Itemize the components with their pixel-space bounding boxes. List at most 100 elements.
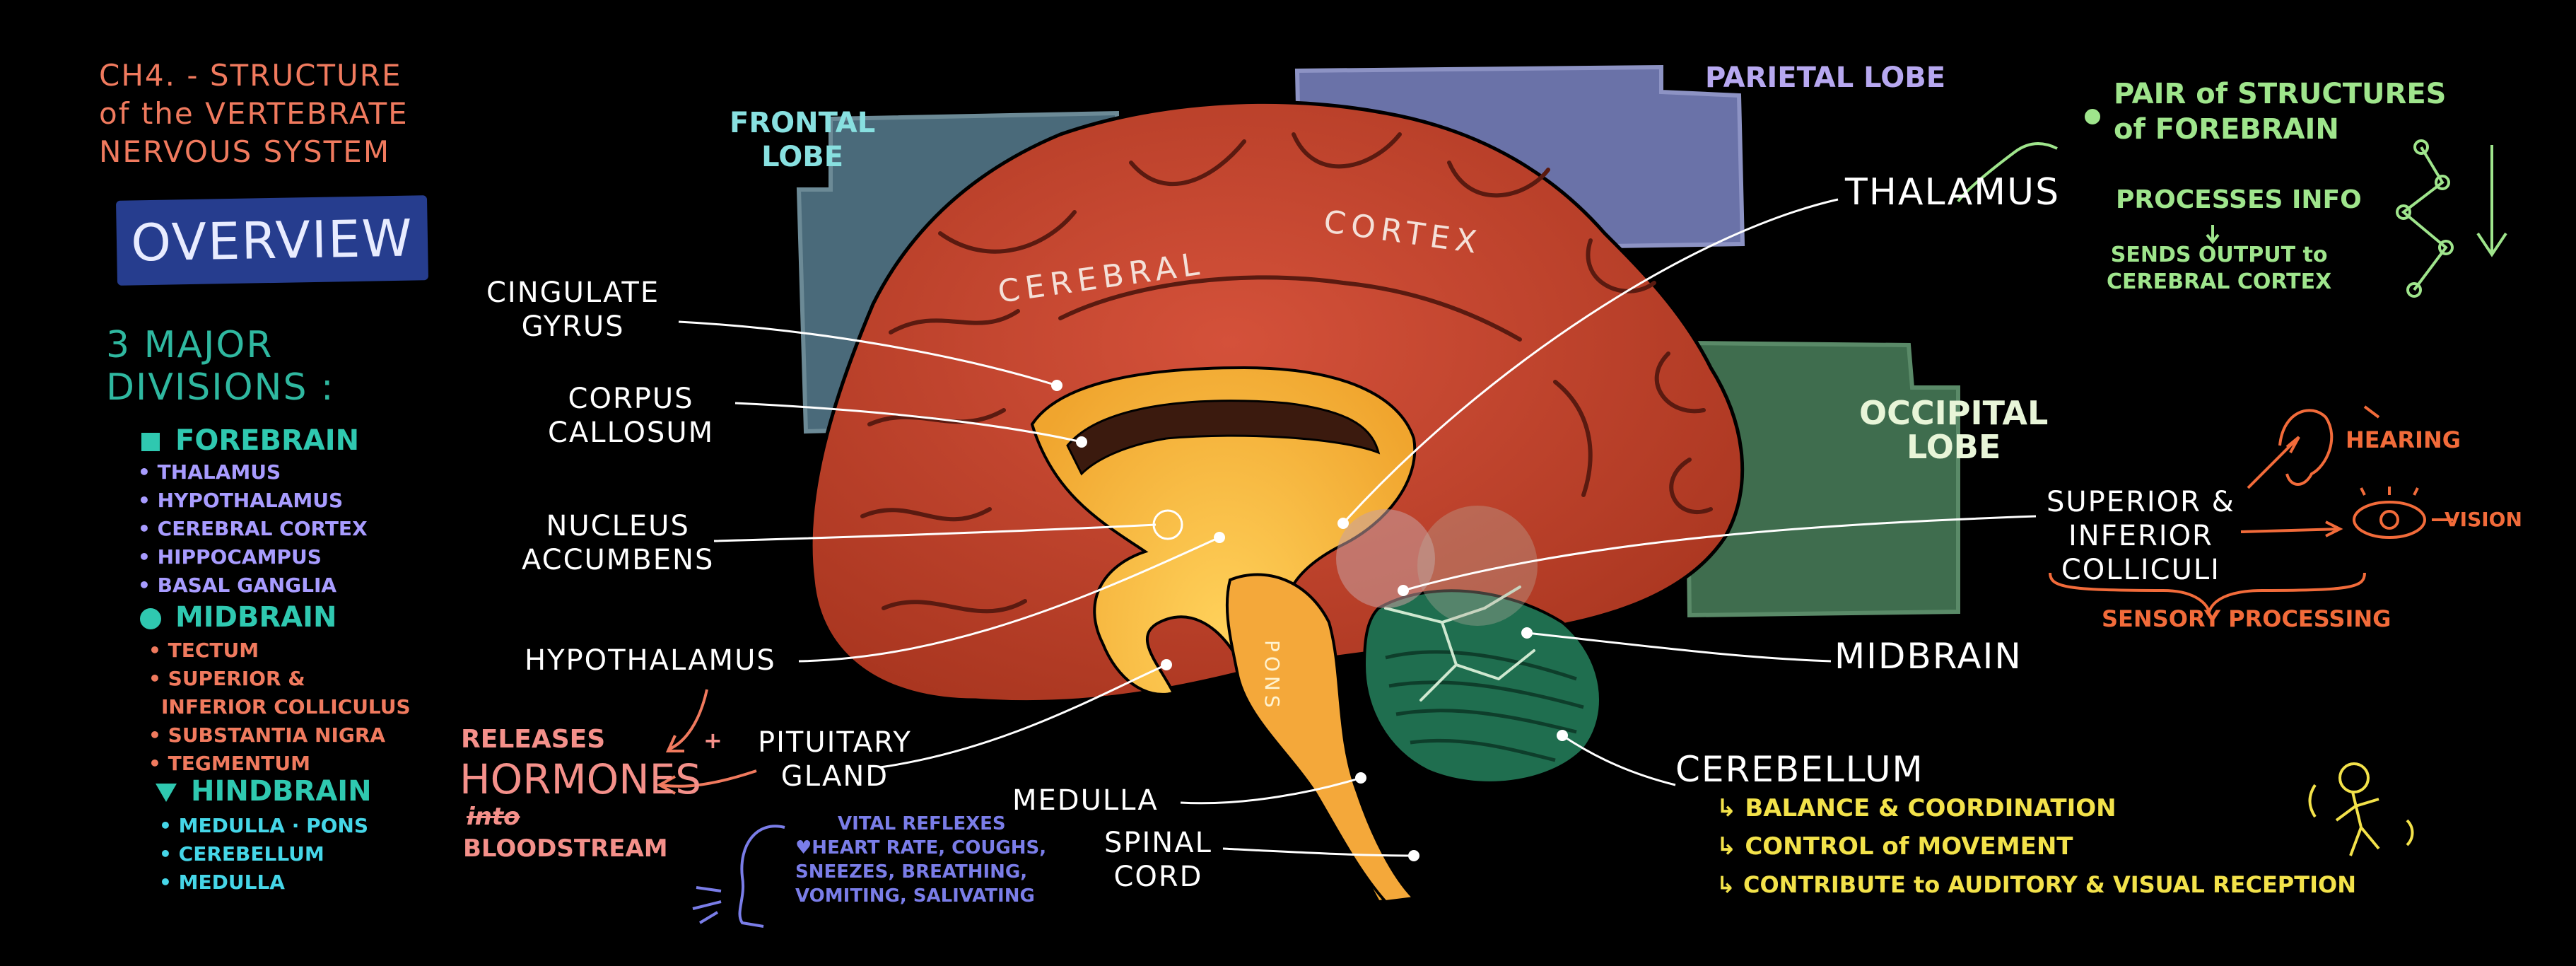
nucleus-accumbens-line-2: ACCUMBENS xyxy=(522,544,715,576)
list-item: MEDULLA · PONS xyxy=(159,812,368,840)
midbrain-overlay xyxy=(1336,509,1435,608)
vital-reflexes-heading: VITAL REFLEXES xyxy=(838,813,1006,834)
colliculi-overlay xyxy=(1417,506,1538,626)
medulla-label: MEDULLA xyxy=(1012,784,1159,817)
stick-figure-icon xyxy=(2308,762,2414,856)
midbrain-title: MIDBRAIN xyxy=(175,601,337,634)
list-item: BASAL GANGLIA xyxy=(138,571,368,600)
frontal-lobe-label-line-2: LOBE xyxy=(761,141,844,173)
thalamus-sends-line-1: SENDS OUTPUT to xyxy=(2110,243,2328,267)
thalamus-pair-line-1: PAIR of STRUCTURES xyxy=(2114,78,2447,110)
bloodstream-note: BLOODSTREAM xyxy=(463,834,668,863)
thalamus-sends-line-2: CEREBRAL CORTEX xyxy=(2107,269,2332,294)
plus-sign: + xyxy=(703,727,722,754)
frontal-lobe-label-line-1: FRONTAL xyxy=(730,107,876,139)
thalamus-pair-note: PAIR of STRUCTURES of FOREBRAIN xyxy=(2114,76,2446,147)
list-item: TECTUM xyxy=(148,636,411,665)
gyri-lines xyxy=(860,132,1713,614)
list-item: HYPOTHALAMUS xyxy=(138,487,368,515)
nucleus-accumbens-line-1: NUCLEUS xyxy=(546,510,690,542)
cerebellum-note-3: ↳ CONTRIBUTE to AUDITORY & VISUAL RECEPT… xyxy=(1716,871,2356,898)
colliculi-line-2: INFERIOR xyxy=(2068,520,2213,552)
vital-reflexes-line-1: ♥HEART RATE, COUGHS, xyxy=(795,837,1047,859)
vital-reflexes-line-3: VOMITING, SALIVATING xyxy=(795,885,1035,907)
frontal-lobe-label: FRONTAL LOBE xyxy=(730,106,875,174)
midbrain-heading: MIDBRAIN xyxy=(140,601,337,634)
occipital-lobe-panel xyxy=(1683,340,1960,618)
pituitary-gland-line-1: PITUITARY xyxy=(758,726,912,759)
list-item: SUBSTANTIA NIGRA xyxy=(148,721,411,750)
arbor-vitae xyxy=(1384,586,1535,702)
cerebellum-label: CEREBELLUM xyxy=(1675,749,1924,790)
thalamus-processes-note: PROCESSES INFO xyxy=(2116,185,2362,214)
cingulate-gyrus-line-1: CINGULATE xyxy=(486,277,660,309)
spinal-cord-line-2: CORD xyxy=(1113,861,1203,893)
cingulate-gyrus-label: CINGULATE GYRUS xyxy=(486,276,660,344)
leader-lines xyxy=(678,198,2037,857)
hindbrain-list: MEDULLA · PONS CEREBELLUM MEDULLA xyxy=(159,812,368,897)
forebrain-title: FOREBRAIN xyxy=(175,424,360,457)
occipital-lobe-label-line-2: LOBE xyxy=(1907,428,2001,466)
corpus-callosum-line-2: CALLOSUM xyxy=(548,417,715,449)
hindbrain-heading: HINDBRAIN xyxy=(156,775,372,808)
list-item: CEREBRAL CORTEX xyxy=(138,515,368,543)
colliculi-line-1: SUPERIOR & xyxy=(2047,486,2235,518)
forebrain-heading: FOREBRAIN xyxy=(141,424,359,457)
square-bullet-icon xyxy=(141,433,160,451)
spinal-cord-label: SPINAL CORD xyxy=(1104,826,1212,894)
circle-bullet-icon xyxy=(140,608,161,629)
vision-note: VISION xyxy=(2445,508,2522,531)
vital-reflexes-note: VITAL REFLEXES ♥HEART RATE, COUGHS, SNEE… xyxy=(795,812,1046,908)
face-profile-icon xyxy=(692,825,785,928)
hormones-note: HORMONES xyxy=(459,755,702,803)
list-item: HIPPOCAMPUS xyxy=(138,543,368,571)
colliculi-line-3: COLLICULI xyxy=(2061,554,2220,586)
hearing-note: HEARING xyxy=(2346,426,2461,453)
midbrain-label: MIDBRAIN xyxy=(1834,636,2022,677)
list-item: THALAMUS xyxy=(138,458,368,487)
releases-note: RELEASES xyxy=(461,725,606,754)
thalamus-sends-note: SENDS OUTPUT to CEREBRAL CORTEX xyxy=(2107,242,2331,296)
nucleus-accumbens-label: NUCLEUS ACCUMBENS xyxy=(522,509,714,577)
list-item: TEGMENTUM xyxy=(148,750,411,778)
spinal-cord-line-1: SPINAL xyxy=(1104,827,1212,859)
hindbrain-title: HINDBRAIN xyxy=(191,775,372,808)
divisions-heading: 3 MAJOR DIVISIONS : xyxy=(106,324,335,409)
occipital-lobe-label-line-1: OCCIPITAL xyxy=(1859,394,2049,432)
pons-label: PONS xyxy=(1260,640,1284,712)
hormones-arrows xyxy=(656,689,757,795)
pituitary-gland-line-2: GLAND xyxy=(780,760,889,793)
leader-dots xyxy=(1051,380,1568,861)
triangle-bullet-icon xyxy=(156,784,177,802)
cerebellum-note-2: ↳ CONTROL of MOVEMENT xyxy=(1716,832,2073,861)
corpus-callosum-line-1: CORPUS xyxy=(568,383,694,415)
hypothalamus-label: HYPOTHALAMUS xyxy=(525,644,776,677)
divisions-heading-line-1: 3 MAJOR xyxy=(106,324,274,366)
chapter-title-line-2: of the VERTEBRATE xyxy=(99,96,409,131)
cerebellum-note-1: ↳ BALANCE & COORDINATION xyxy=(1716,794,2117,822)
nucleus-accumbens-marker xyxy=(1152,509,1183,540)
corpus-callosum-label: CORPUS CALLOSUM xyxy=(548,382,714,450)
thalamus-pair-line-2: of FOREBRAIN xyxy=(2114,113,2339,146)
cerebellum-folia xyxy=(1385,650,1584,762)
cingulate-gyrus-line-2: GYRUS xyxy=(521,310,625,343)
into-note: into xyxy=(467,803,520,831)
occipital-lobe-label: OCCIPITAL LOBE xyxy=(1859,396,2048,464)
thalamus-label: THALAMUS xyxy=(1845,171,2061,214)
chapter-title-line-1: CH4. - STRUCTURE xyxy=(99,58,402,93)
vital-reflexes-line-2: SNEEZES, BREATHING, xyxy=(795,861,1028,883)
colliculi-label: SUPERIOR & INFERIOR COLLICULI xyxy=(2047,485,2235,587)
cerebellum-notes: ↳ BALANCE & COORDINATION ↳ CONTROL of MO… xyxy=(1716,789,2356,904)
list-item: MEDULLA xyxy=(159,868,368,897)
corpus-callosum-arc xyxy=(1066,400,1381,476)
divisions-heading-line-2: DIVISIONS : xyxy=(106,366,335,409)
chapter-title: CH4. - STRUCTURE of the VERTEBRATE NERVO… xyxy=(99,57,409,171)
list-item: SUPERIOR & xyxy=(148,665,411,693)
colliculi-notes-graphic xyxy=(2049,405,2453,617)
thalamus-notes-graphic xyxy=(1957,109,2507,298)
parietal-lobe-label: PARIETAL LOBE xyxy=(1705,62,1946,94)
forebrain-list: THALAMUS HYPOTHALAMUS CEREBRAL CORTEX HI… xyxy=(138,458,368,600)
brainstem-shape xyxy=(1225,573,1417,904)
